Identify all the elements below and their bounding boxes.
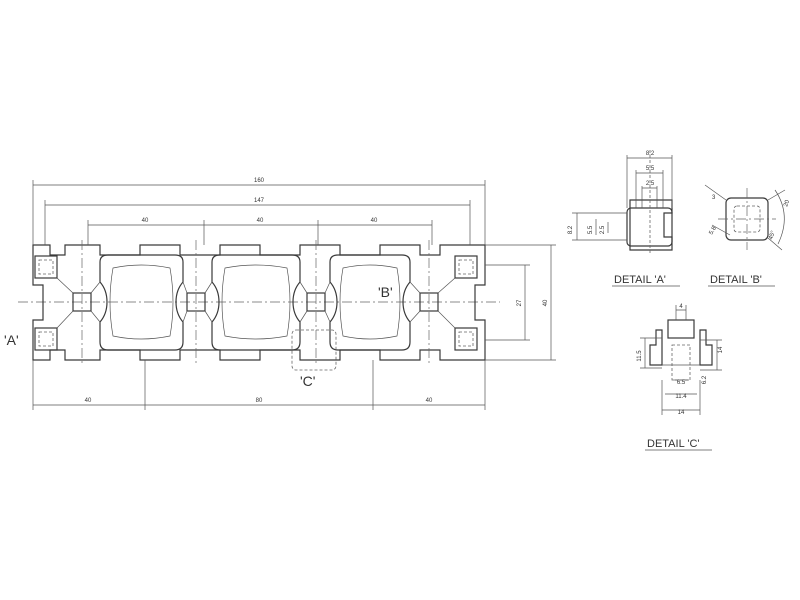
detail-c-body-lines (661, 364, 701, 392)
detail-b-angle-arc (774, 189, 785, 245)
dim-pitch-lines (87, 220, 433, 245)
detail-a-left-dims (572, 212, 627, 241)
slot-centerlines (81, 240, 430, 365)
detail-a-body (626, 207, 673, 247)
dim-height-outer: 40 (543, 299, 549, 306)
dim-pitch-3: 40 (371, 218, 378, 224)
slot-center-1 (72, 292, 92, 312)
cavity-3 (329, 254, 411, 351)
slot-bottom-left-inner (38, 331, 54, 347)
slot-top-right (454, 255, 478, 279)
slot-center-4 (419, 292, 439, 312)
detail-c-d5: 6.2 (702, 375, 708, 384)
detail-c: 4 11.5 14 6.5 6.2 11.4 14 DETAIL 'C' (637, 304, 724, 451)
dim-height-inner-lines (485, 264, 530, 341)
cavity-3-core (339, 264, 401, 340)
detail-c-dim-right (700, 339, 722, 371)
detail-c-d1: 4 (679, 304, 683, 310)
detail-c-caption: DETAIL 'C' (647, 438, 700, 450)
detail-a-caption: DETAIL 'A' (614, 274, 666, 286)
cavity-2 (211, 254, 301, 351)
web-mid-1 (182, 281, 213, 323)
detail-b-caption: DETAIL 'B' (710, 274, 762, 286)
dim-pitch-2: 40 (257, 218, 264, 224)
web-mid-2 (299, 281, 331, 323)
detail-c-dim-bottom (661, 392, 701, 415)
callout-a: 'A' (4, 332, 19, 348)
detail-c-d7: 14 (678, 410, 685, 416)
detail-b-d1: 3 (712, 195, 716, 201)
detail-c-slot (671, 344, 691, 381)
detail-c-d3: 14 (718, 346, 724, 353)
slot-bottom-right (454, 327, 478, 351)
detail-c-dim-top (675, 305, 687, 320)
slot-bottom-left (34, 327, 58, 351)
slot-center-3 (306, 292, 326, 312)
dim-inner: 147 (254, 198, 265, 204)
web-left (56, 277, 101, 329)
detail-b-centerlines (718, 188, 776, 250)
web-right (409, 277, 456, 329)
slot-top-left-inner (38, 259, 54, 275)
detail-a-d5: 5.5 (588, 225, 594, 234)
slot-top-left (34, 255, 58, 279)
detail-a-top-dim-1 (626, 155, 673, 208)
detail-a-d4: 8.2 (568, 225, 574, 234)
detail-c-d6: 11.4 (675, 394, 687, 400)
detail-a-d2: 5.5 (646, 166, 655, 172)
detail-a-top-dim-3 (641, 186, 658, 208)
dim-overall-lines (32, 180, 486, 245)
main-dimensions: 160 147 40 40 40 40 80 40 27 40 'A' 'B' … (4, 178, 556, 410)
detail-a-inner-dims (595, 219, 609, 235)
slot-top-right-inner (458, 259, 474, 275)
dim-pitch-1: 40 (142, 218, 149, 224)
detail-b-d3: 45° (768, 230, 777, 241)
cavity-1-core (109, 264, 174, 340)
detail-a-d3: 2.5 (646, 181, 655, 187)
cavity-1 (99, 254, 184, 351)
detail-b-d4: 5.8 (709, 225, 719, 236)
callout-c: 'C' (300, 373, 315, 389)
main-profile-view (18, 240, 500, 371)
dim-bottom-mid: 80 (256, 398, 263, 404)
detail-c-dim-left (640, 337, 662, 369)
detail-a-d6: 2.5 (600, 225, 606, 234)
dim-bottom-lines (32, 360, 486, 410)
detail-a: 8.2 5.5 2.5 8.2 5.5 2.5 DETAIL 'A' (568, 150, 680, 287)
slot-center-2 (186, 292, 206, 312)
detail-c-d2: 11.5 (637, 350, 643, 362)
dim-bottom-right: 40 (426, 398, 433, 404)
detail-c-walls (649, 329, 713, 366)
dim-bottom-left: 40 (85, 398, 92, 404)
dim-inner-lines (44, 200, 471, 245)
callout-b: 'B' (378, 284, 393, 300)
cavity-2-core (221, 264, 291, 340)
detail-c-marker (291, 329, 337, 371)
detail-b-leaders (704, 184, 786, 251)
dim-overall: 160 (254, 178, 265, 184)
detail-a-top-dim-2 (635, 170, 664, 208)
profile-outline (32, 244, 486, 361)
detail-c-top (667, 319, 695, 339)
detail-c-d4: 6.5 (677, 380, 686, 386)
detail-b-d2: 20 (783, 199, 791, 208)
detail-a-d1: 8.2 (646, 151, 655, 157)
dim-height-inner: 27 (517, 299, 523, 306)
detail-b: 3 20 45° 5.8 DETAIL 'B' (704, 184, 791, 287)
slot-bottom-right-inner (458, 331, 474, 347)
dim-height-outer-lines (485, 244, 556, 361)
